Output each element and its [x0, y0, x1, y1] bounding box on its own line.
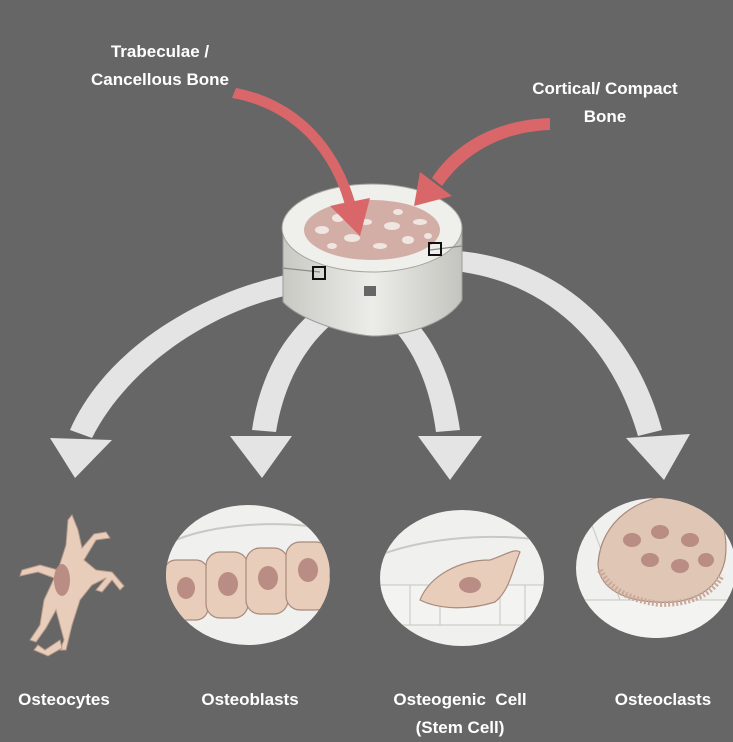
osteoclast-illustration	[576, 495, 733, 640]
label-osteogenic-line1: Osteogenic Cell	[370, 686, 550, 714]
osteoblast-illustration	[164, 505, 332, 645]
label-trabeculae: Trabeculae / Cancellous Bone	[60, 38, 260, 94]
label-osteocytes: Osteocytes	[0, 686, 128, 714]
label-osteogenic-line2: (Stem Cell)	[370, 714, 550, 742]
osteogenic-illustration	[380, 510, 550, 646]
label-osteoblasts: Osteoblasts	[180, 686, 320, 714]
osteocyte-illustration	[20, 515, 124, 656]
label-trabeculae-line2: Cancellous Bone	[60, 66, 260, 94]
bone-section	[282, 184, 462, 336]
bone-notch	[364, 286, 376, 296]
label-trabeculae-line1: Trabeculae /	[60, 38, 260, 66]
arrow-cortical	[414, 118, 550, 206]
label-osteoblasts-text: Osteoblasts	[180, 686, 320, 714]
label-osteogenic: Osteogenic Cell (Stem Cell)	[370, 686, 550, 742]
label-cortical-line2: Bone	[500, 103, 710, 131]
label-osteocytes-text: Osteocytes	[0, 686, 128, 714]
label-osteoclasts-text: Osteoclasts	[596, 686, 730, 714]
label-osteoclasts: Osteoclasts	[596, 686, 730, 714]
label-cortical-line1: Cortical/ Compact	[500, 75, 710, 103]
arrow-to-osteoclasts	[445, 250, 690, 480]
label-cortical: Cortical/ Compact Bone	[500, 75, 710, 131]
